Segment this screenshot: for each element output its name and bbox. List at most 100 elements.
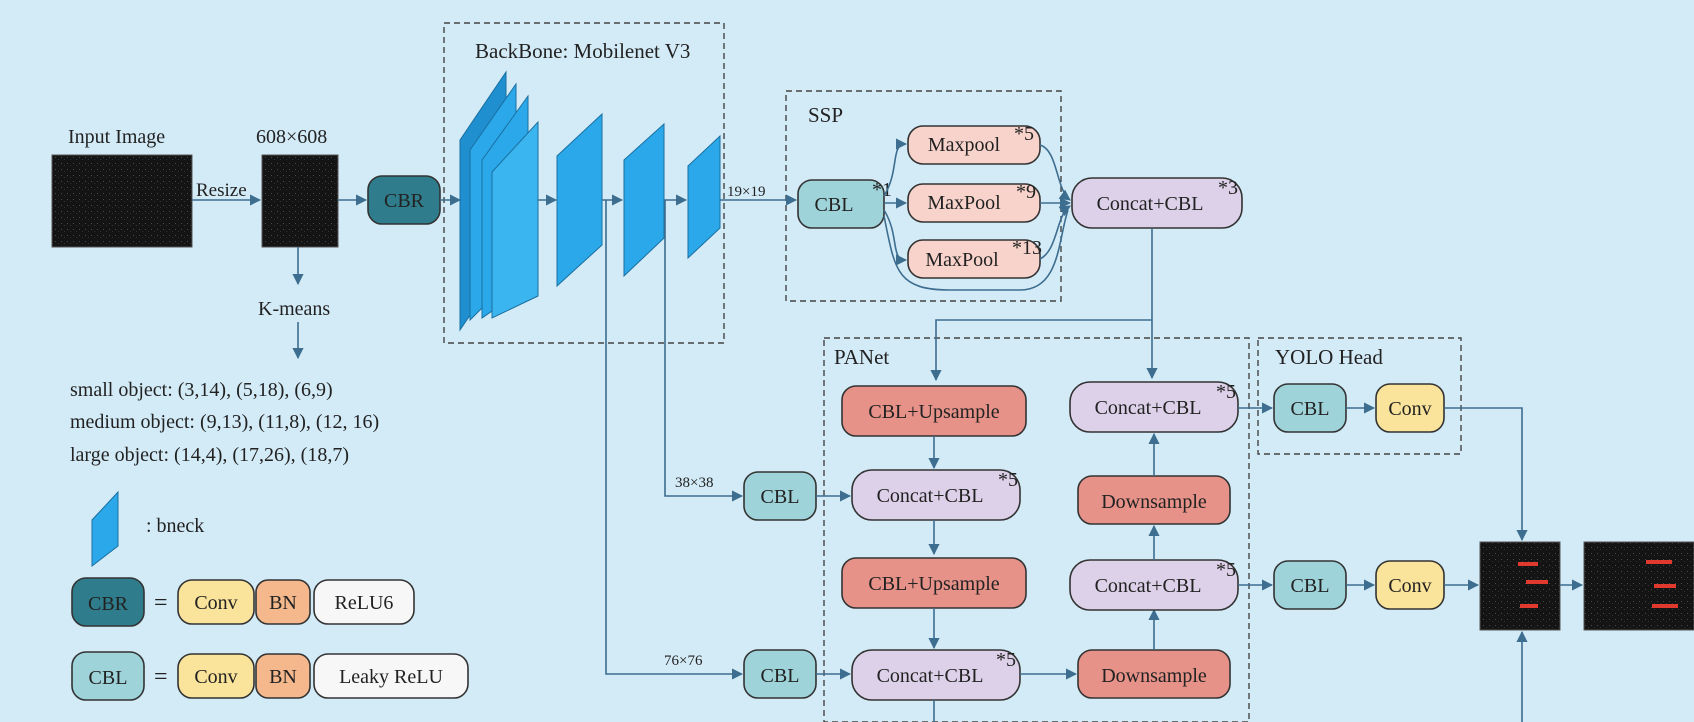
head-cbl-top-node: CBL bbox=[1273, 383, 1347, 433]
pan-concat-cbl-mid-node: Concat+CBL *5 bbox=[1069, 559, 1239, 611]
ssp-shortcut bbox=[883, 209, 1069, 291]
svg-text:BN: BN bbox=[269, 666, 297, 688]
cbl-upsample-2-node: CBL+Upsample bbox=[841, 557, 1027, 609]
svg-text:BN: BN bbox=[269, 592, 297, 614]
backbone-label: BackBone: Mobilenet V3 bbox=[475, 39, 690, 63]
kmeans-label: K-means bbox=[258, 298, 330, 320]
svg-text:CBR: CBR bbox=[384, 190, 425, 212]
downsample-2-node: Downsample bbox=[1077, 475, 1231, 525]
downsample-1-node: Downsample bbox=[1077, 649, 1231, 699]
legend-cbr-bn: BN bbox=[255, 579, 311, 625]
legend-cbl-bn: BN bbox=[255, 653, 311, 699]
bneck-block-3 bbox=[623, 122, 665, 278]
maxpool3-node: MaxPool *13 bbox=[907, 237, 1042, 279]
resized-size-label: 608×608 bbox=[256, 126, 327, 148]
svg-text:Conv: Conv bbox=[194, 666, 237, 688]
pan-concat-cbl-76-node: Concat+CBL *5 bbox=[851, 649, 1021, 701]
svg-text:CBL: CBL bbox=[1291, 398, 1330, 420]
cbl-38-node: CBL bbox=[743, 471, 817, 521]
svg-text:CBL: CBL bbox=[1291, 575, 1330, 597]
svg-text:Downsample: Downsample bbox=[1101, 491, 1207, 513]
svg-text:Concat+CBL: Concat+CBL bbox=[1095, 397, 1202, 419]
pan-concat-cbl-38-node: Concat+CBL *5 bbox=[851, 469, 1021, 521]
svg-text:Concat+CBL: Concat+CBL bbox=[877, 665, 984, 687]
edge-maxpool1-out bbox=[1039, 144, 1071, 201]
edge-conv-top-to-output bbox=[1444, 407, 1528, 542]
svg-text:Concat+CBL: Concat+CBL bbox=[877, 485, 984, 507]
svg-text:*9: *9 bbox=[1016, 181, 1036, 203]
edge-ssp-to-upsample bbox=[930, 319, 1152, 382]
resized-image-thumbnail bbox=[261, 154, 339, 248]
legend-cbl-node: CBL bbox=[71, 651, 145, 701]
edge-76-path bbox=[605, 200, 744, 680]
legend-cbl-equals: = bbox=[154, 664, 168, 690]
backbone-group bbox=[443, 22, 725, 344]
svg-text:*5: *5 bbox=[998, 469, 1018, 491]
svg-text:MaxPool: MaxPool bbox=[927, 192, 1001, 214]
head-cbl-mid-node: CBL bbox=[1273, 560, 1347, 610]
svg-text:MaxPool: MaxPool bbox=[925, 249, 999, 271]
bneck-block-2 bbox=[556, 112, 603, 288]
pan-concat-cbl-top-node: Concat+CBL *5 bbox=[1069, 381, 1239, 433]
resize-label: Resize bbox=[196, 180, 247, 201]
panet-label: PANet bbox=[834, 345, 889, 369]
svg-text:Concat+CBL: Concat+CBL bbox=[1097, 193, 1204, 215]
anchor-large: large object: (14,4), (17,26), (18,7) bbox=[70, 444, 349, 466]
ssp-cbl-node: CBL *1 bbox=[797, 179, 892, 229]
bneck-legend-icon bbox=[91, 490, 119, 568]
svg-text:CBL+Upsample: CBL+Upsample bbox=[868, 573, 999, 595]
svg-text:*5: *5 bbox=[1216, 559, 1236, 581]
cbr-node: CBR bbox=[367, 175, 441, 225]
svg-text:Conv: Conv bbox=[194, 592, 237, 614]
svg-text:CBL: CBL bbox=[815, 194, 854, 216]
anchor-small: small object: (3,14), (5,18), (6,9) bbox=[70, 379, 333, 401]
size-76-label: 76×76 bbox=[664, 653, 703, 669]
yolo-head-group bbox=[1257, 337, 1462, 455]
svg-text:*5: *5 bbox=[996, 649, 1016, 671]
head-conv-top-node: Conv bbox=[1375, 383, 1445, 433]
detection-output-image bbox=[1479, 541, 1561, 631]
svg-text:ReLU6: ReLU6 bbox=[335, 592, 394, 614]
yolo-head-label: YOLO Head bbox=[1275, 345, 1383, 369]
svg-text:*5: *5 bbox=[1216, 381, 1236, 403]
svg-text:Leaky ReLU: Leaky ReLU bbox=[339, 666, 443, 688]
bneck-legend-label: : bneck bbox=[146, 515, 204, 537]
bneck-block-4 bbox=[687, 134, 721, 260]
legend-cbl-conv: Conv bbox=[177, 653, 255, 699]
svg-text:CBL: CBL bbox=[761, 665, 800, 687]
edge-to-maxpool3 bbox=[883, 209, 908, 266]
size-38-label: 38×38 bbox=[675, 475, 713, 491]
svg-text:Concat+CBL: Concat+CBL bbox=[1095, 575, 1202, 597]
svg-text:CBL: CBL bbox=[761, 486, 800, 508]
cbl-76-node: CBL bbox=[743, 649, 817, 699]
svg-text:Downsample: Downsample bbox=[1101, 665, 1207, 687]
edge-maxpool3-out bbox=[1039, 205, 1071, 260]
edge-38-path bbox=[664, 200, 744, 502]
final-result-image bbox=[1583, 541, 1694, 631]
maxpool1-node: Maxpool *5 bbox=[907, 123, 1041, 165]
legend-cbr-relu6: ReLU6 bbox=[313, 579, 415, 625]
ssp-label: SSP bbox=[808, 103, 843, 127]
svg-text:CBL: CBL bbox=[89, 667, 128, 689]
head-conv-mid-node: Conv bbox=[1375, 560, 1445, 610]
legend-cbl-leaky-relu: Leaky ReLU bbox=[313, 653, 469, 699]
input-image-thumbnail bbox=[51, 154, 193, 248]
svg-text:Maxpool: Maxpool bbox=[928, 134, 1001, 156]
svg-text:*5: *5 bbox=[1014, 123, 1034, 145]
legend-cbr-equals: = bbox=[154, 590, 168, 616]
svg-text:CBR: CBR bbox=[88, 593, 129, 615]
svg-text:*13: *13 bbox=[1012, 237, 1042, 259]
svg-text:*1: *1 bbox=[872, 179, 892, 201]
ssp-concat-cbl-node: Concat+CBL *3 bbox=[1071, 177, 1243, 229]
size-19-label: 19×19 bbox=[727, 184, 765, 200]
svg-text:Conv: Conv bbox=[1388, 398, 1431, 420]
legend-cbr-conv: Conv bbox=[177, 579, 255, 625]
cbl-upsample-1-node: CBL+Upsample bbox=[841, 385, 1027, 437]
input-image-label: Input Image bbox=[68, 126, 165, 148]
svg-text:CBL+Upsample: CBL+Upsample bbox=[868, 401, 999, 423]
maxpool2-node: MaxPool *9 bbox=[907, 181, 1041, 223]
svg-text:*3: *3 bbox=[1218, 177, 1238, 199]
legend-cbr-node: CBR bbox=[71, 577, 145, 627]
anchor-medium: medium object: (9,13), (11,8), (12, 16) bbox=[70, 411, 379, 433]
